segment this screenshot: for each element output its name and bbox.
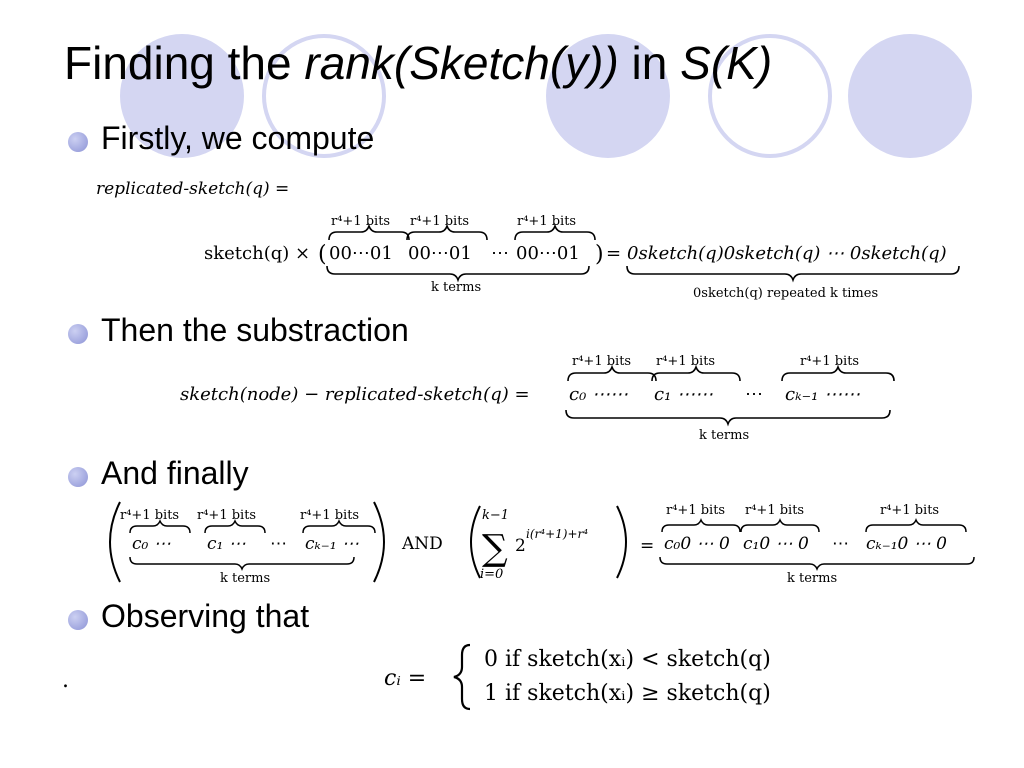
eq3-r0: c₀0 ⋯ 0 [664,534,730,554]
eq2-overbrace [781,364,895,382]
eq3-ck: cₖ₋₁ ⋯ [305,534,359,554]
eq3-bits-label: r⁴+1 bits [120,508,179,523]
equation-substraction: r⁴+1 bits r⁴+1 bits r⁴+1 bits sketch(nod… [180,354,895,443]
eq3-bits-label: r⁴+1 bits [666,503,725,518]
title-rank: rank(Sketch(y)) [304,37,619,89]
bullet-dot-icon [68,324,88,344]
eq2-c1: c₁ ⋯⋯ [654,384,713,405]
eq2-k-terms: k terms [699,428,749,443]
eq1-block: 00⋯01 [408,243,472,264]
eq1-overbrace [406,223,488,241]
eq3-bits-label: r⁴+1 bits [880,503,939,518]
eq2-overbrace [567,364,657,382]
equation-and: r⁴+1 bits r⁴+1 bits r⁴+1 bits c₀ ⋯ c₁ ⋯ … [109,501,975,586]
equation-replicated-sketch: replicated-sketch(q) = r⁴+1 bits r⁴+1 bi… [96,179,960,301]
eq3-overbrace [204,518,266,534]
eq3-bits-label: r⁴+1 bits [300,508,359,523]
eq3-sum-top: k−1 [482,508,509,523]
eq1-block: 00⋯01 [516,243,580,264]
bullet-dot-icon [68,132,88,152]
eq2-bits-label: r⁴+1 bits [572,354,631,369]
eq3-and: AND [401,534,443,554]
eq3-rk: cₖ₋₁0 ⋯ 0 [866,534,947,554]
deco-circle-2 [262,34,386,158]
eq3-power: 2 [515,536,526,556]
deco-circle-1 [120,34,244,158]
eq2-bits-label: r⁴+1 bits [800,354,859,369]
eq3-overbrace [661,517,741,533]
eq2-ck: cₖ₋₁ ⋯⋯ [785,384,860,405]
eq1-bits-label: r⁴+1 bits [410,214,469,229]
eq3-sum-bottom: i=0 [480,567,503,582]
eq4-case0: 0 if sketch(xᵢ) < sketch(q) [484,647,771,672]
eq1-block: 00⋯01 [329,243,393,264]
decorative-circles [120,34,972,158]
eq3-underbrace [129,556,355,572]
eq2-lhs: sketch(node) − replicated-sketch(q) = [180,384,530,405]
eq3-c0: c₀ ⋯ [132,534,171,554]
slide-title: Finding the rank(Sketch(y)) in S(K) [64,36,772,90]
eq3-k-terms: k terms [787,571,837,586]
eq3-sum-sign: ∑ [482,528,508,569]
eq3-sum-paren-open [470,505,481,579]
eq1-underbrace [626,265,960,283]
lone-dot: . [62,668,69,693]
eq3-overbrace [302,518,376,534]
eq1-factor: sketch(q) × [204,243,310,264]
eq1-lhs: replicated-sketch(q) = [96,179,289,199]
bullet-dot-icon [68,467,88,487]
eq3-bits-label: r⁴+1 bits [745,503,804,518]
eq3-k-terms: k terms [220,571,270,586]
title-mid: in [618,37,681,89]
eq3-exponent: i(r⁴+1)+r⁴ [526,527,588,541]
eq3-r1: c₁0 ⋯ 0 [743,534,809,554]
title-set: S(K) [680,37,773,89]
eq3-c1: c₁ ⋯ [207,534,246,554]
eq1-bits-label: r⁴+1 bits [331,214,390,229]
eq3-overbrace [740,517,820,533]
bullet-dot-icon [68,610,88,630]
bullet-3-text: And finally [101,455,249,491]
eq4-brace [453,643,471,711]
eq3-big-paren-close [373,501,385,583]
eq2-underbrace [565,409,891,427]
bullet-4-text: Observing that [101,598,310,634]
eq1-result-note: 0sketch(q) repeated k times [693,286,878,301]
title-prefix: Finding the [64,37,305,89]
eq1-result: 0sketch(q)0sketch(q) ⋯ 0sketch(q) [627,243,947,264]
eq1-equals: = [606,243,621,264]
deco-circle-3 [546,34,670,158]
eq4-lhs: cᵢ = [384,666,426,691]
eq1-paren-open: ( [318,242,327,267]
eq3-equals: = [640,536,654,556]
eq2-bits-label: r⁴+1 bits [656,354,715,369]
eq3-overbrace [865,517,967,533]
deco-circle-5 [848,34,972,158]
eq2-c0: c₀ ⋯⋯ [569,384,628,405]
eq1-paren-close: ) [595,242,604,267]
eq3-dots: ⋯ [270,534,287,554]
eq1-overbrace [514,223,596,241]
eq1-underbrace [326,265,590,283]
eq1-overbrace [328,223,410,241]
eq3-sum-paren-close [616,505,627,579]
eq3-overbrace [129,518,191,534]
eq3-underbrace [659,556,975,572]
eq2-mid-dots: ⋯ [745,384,763,405]
eq1-bits-label: r⁴+1 bits [517,214,576,229]
eq2-overbrace [651,364,741,382]
eq3-bits-label: r⁴+1 bits [197,508,256,523]
eq3-dots: ⋯ [832,534,849,554]
eq1-dots: ⋯ [491,243,509,264]
eq1-k-terms: k terms [431,280,481,295]
eq4-case1: 1 if sketch(xᵢ) ≥ sketch(q) [484,681,771,706]
equation-ci-cases: cᵢ = 0 if sketch(xᵢ) < sketch(q) 1 if sk… [384,643,771,711]
eq3-big-paren-open [109,501,121,583]
deco-circle-4 [708,34,832,158]
bullet-2-text: Then the substraction [101,312,409,348]
bullet-1-text: Firstly, we compute [101,120,375,156]
